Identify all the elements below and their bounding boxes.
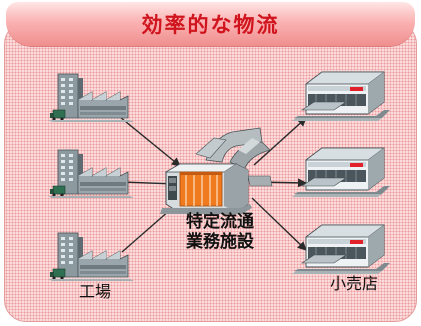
hub-label-line2: 業務施設: [186, 232, 254, 252]
hub-label-line1: 特定流通: [186, 212, 254, 232]
factory-icon: [47, 232, 135, 282]
diagram-title: 効率的な物流: [141, 13, 280, 37]
retail-store-icon: [291, 224, 391, 275]
factory-label: 工場: [78, 282, 111, 301]
title-banner: 効率的な物流: [6, 2, 415, 46]
retail-store-label: 小売店: [329, 274, 378, 293]
distribution-facility-icon: [160, 127, 273, 214]
arrow-hub-to-store-1: [253, 117, 307, 166]
factory-icon: [47, 149, 135, 199]
retail-store-icon: [291, 147, 391, 198]
factory-icon: [47, 73, 135, 123]
arrow-factory-1-to-hub: [119, 116, 181, 167]
retail-store-icon: [291, 71, 391, 122]
hub-label: 特定流通 業務施設: [172, 212, 268, 252]
arrow-hub-to-store-3: [251, 197, 307, 251]
